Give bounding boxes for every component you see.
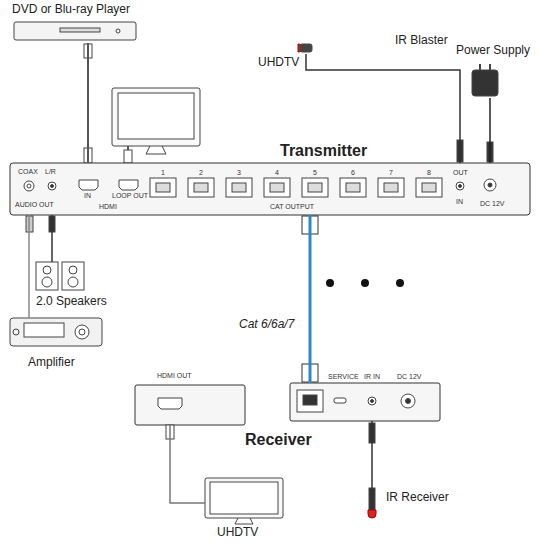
node-label: Receiver xyxy=(245,431,312,449)
node-label: Amplifier xyxy=(28,356,75,370)
part-label: 4 xyxy=(275,169,279,177)
speaker-pair: 2.0 Speakers xyxy=(36,262,86,290)
cable xyxy=(87,43,89,163)
node-label: UHDTV xyxy=(217,526,258,540)
part-label: 8 xyxy=(427,169,431,177)
node-label: Transmitter xyxy=(280,142,367,160)
player-box: DVD or Blu-ray Player xyxy=(10,3,140,43)
power-adapter: Power Supply xyxy=(470,68,500,98)
part-label: IR IN xyxy=(364,373,380,381)
part-label: IN xyxy=(456,198,463,206)
part-label: 5 xyxy=(313,169,317,177)
part-label: OUT xyxy=(453,169,468,177)
part-label: IN xyxy=(84,192,91,200)
receiver-hdmi-unit: HDMI OUT xyxy=(135,385,245,425)
tv-monitor: UHDTV xyxy=(205,478,283,524)
node-label: DVD or Blu-ray Player xyxy=(12,3,130,17)
cable xyxy=(309,215,312,383)
part-label: 3 xyxy=(237,169,241,177)
ir-receiver: IR Receiver xyxy=(366,488,453,520)
part-label: COAX xyxy=(18,168,38,176)
amplifier-box: Amplifier xyxy=(10,318,102,346)
part-label: L/R xyxy=(45,168,56,176)
part-label: LOOP OUT xyxy=(112,192,148,200)
cable xyxy=(51,215,53,262)
part-label: 1 xyxy=(161,169,165,177)
part-label: SERVICE xyxy=(328,373,359,381)
node-label: IR Blaster xyxy=(395,34,448,48)
part-label: UHDTV xyxy=(258,56,299,70)
node-label: 2.0 Speakers xyxy=(36,295,107,309)
part-label: 6 xyxy=(351,169,355,177)
cable xyxy=(170,425,205,503)
part-label: DC 12V xyxy=(480,200,505,208)
part-label: CAT OUTPUT xyxy=(270,203,314,211)
part-label: 7 xyxy=(389,169,393,177)
node-label: IR Receiver xyxy=(386,491,449,505)
receiver-box: Receiver xyxy=(290,383,440,421)
cable xyxy=(28,215,30,318)
part-label: DC 12V xyxy=(397,373,422,381)
part-label: AUDIO OUT xyxy=(15,201,54,209)
cable xyxy=(371,421,373,488)
cable xyxy=(489,98,491,163)
part-label: HDMI xyxy=(99,203,117,211)
ir-blaster: IR Blaster xyxy=(296,40,316,54)
node-label: Power Supply xyxy=(456,44,530,58)
node-label: HDMI OUT xyxy=(157,372,192,380)
part-label: 2 xyxy=(199,169,203,177)
cable-label: Cat 6/6a/7 xyxy=(238,318,295,332)
